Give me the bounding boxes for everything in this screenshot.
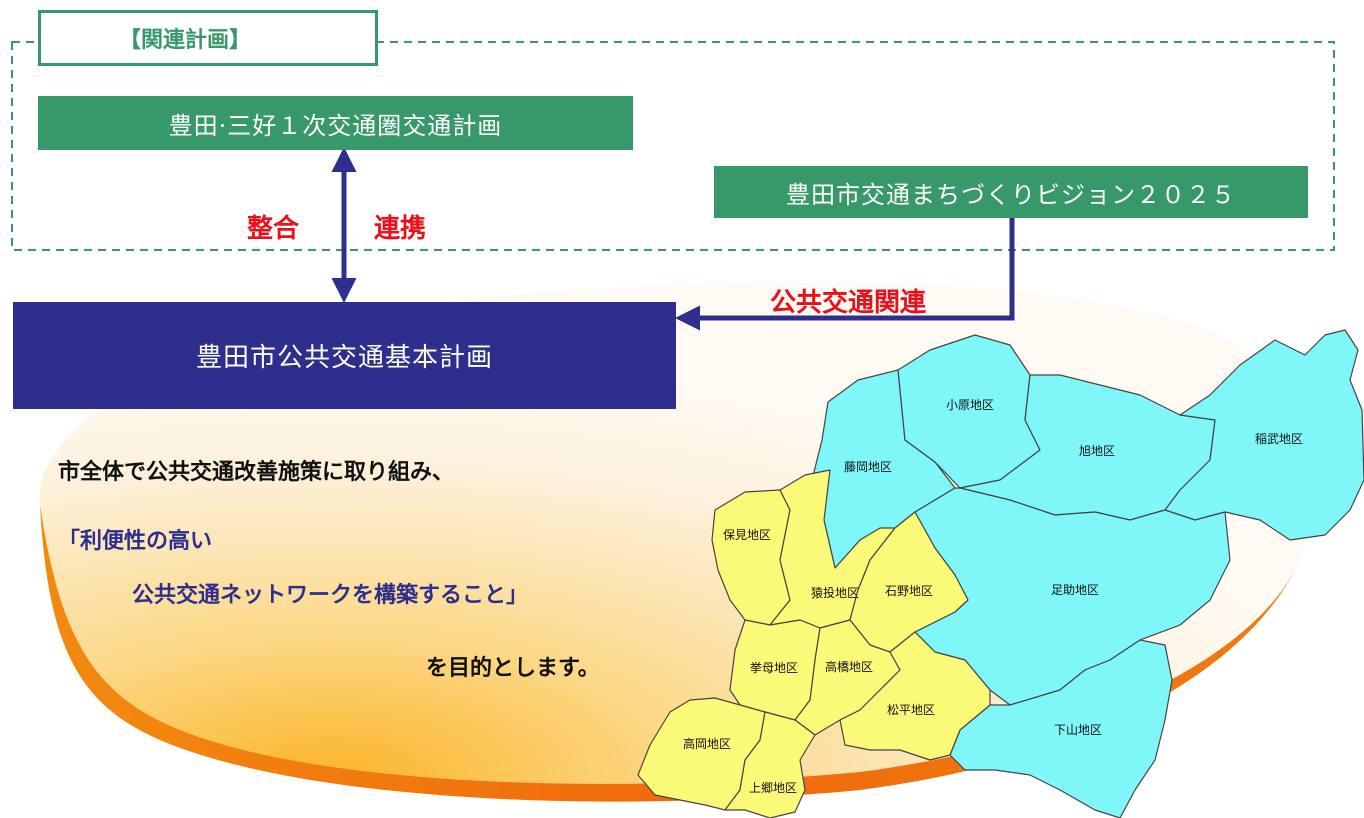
goal-line-2: 「利便性の高い bbox=[58, 529, 213, 554]
district-kamigo bbox=[724, 711, 816, 818]
district-inabu bbox=[1164, 329, 1364, 541]
related-plans-header: 【関連計画】 bbox=[38, 10, 378, 66]
label-koromo: 挙母地区 bbox=[750, 661, 798, 675]
label-sanage: 猿投地区 bbox=[811, 585, 859, 600]
label-consistency: 整合 bbox=[247, 214, 300, 244]
label-obara: 小原地区 bbox=[946, 398, 994, 412]
label-kamigo: 上郷地区 bbox=[749, 781, 797, 795]
goal-line-1: 市全体で公共交通改善施策に取り組み、 bbox=[58, 460, 455, 485]
label-inabu: 稲武地区 bbox=[1255, 432, 1303, 446]
label-fujioka: 藤岡地区 bbox=[844, 460, 892, 474]
label-homi: 保見地区 bbox=[723, 528, 771, 542]
plan-box-toyota-miyoshi: 豊田·三好１次交通圏交通計画 bbox=[38, 96, 633, 150]
plan-box-transport-vision-2025: 豊田市交通まちづくりビジョン２０２５ bbox=[714, 166, 1308, 218]
related-plans-group-border bbox=[11, 41, 1335, 251]
label-shimoyama: 下山地区 bbox=[1054, 723, 1102, 737]
label-public-transport-related: 公共交通関連 bbox=[770, 288, 927, 318]
label-cooperation: 連携 bbox=[374, 214, 427, 244]
district-map: 小原地区 藤岡地区 旭地区 稲武地区 保見地区 猿投地区 石野地区 足助地区 挙… bbox=[637, 329, 1364, 818]
label-matsudaira: 松平地区 bbox=[887, 703, 935, 717]
main-plan-box: 豊田市公共交通基本計画 bbox=[13, 302, 676, 409]
district-matsudaira bbox=[839, 631, 991, 761]
label-ishino: 石野地区 bbox=[885, 584, 933, 598]
label-takahashi: 高橋地区 bbox=[825, 659, 873, 674]
label-takaoka: 高岡地区 bbox=[683, 736, 731, 751]
label-asuke: 足助地区 bbox=[1051, 583, 1099, 597]
elbow-arrow bbox=[675, 218, 1015, 331]
goal-line-4: を目的とします。 bbox=[426, 656, 600, 681]
goal-line-3: 公共交通ネットワークを構築すること」 bbox=[132, 583, 529, 608]
label-asahi: 旭地区 bbox=[1079, 444, 1115, 458]
